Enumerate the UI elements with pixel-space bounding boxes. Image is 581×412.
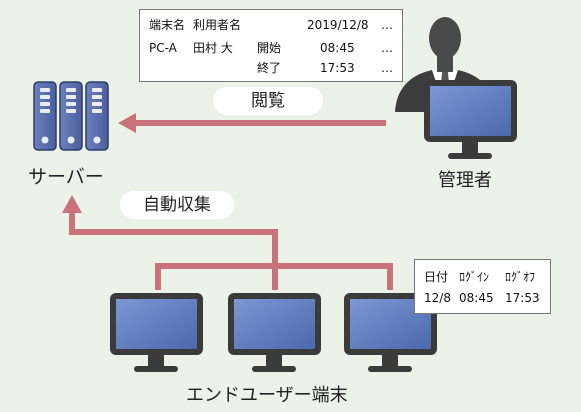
endpoint-log-header-login: ﾛｸﾞｲﾝ — [459, 270, 490, 284]
log-cell-terminal: PC-A — [149, 41, 177, 55]
admin-label: 管理者 — [438, 170, 492, 191]
log-cell-user: 田村 大 — [193, 41, 233, 55]
log-cell-more: … — [381, 61, 393, 75]
admin-log-table: 端末名 利用者名 2019/12/8 … PC-A 田村 大 開始 08:45 … — [139, 9, 403, 82]
server-label: サーバー — [28, 166, 104, 188]
log-header-more: … — [381, 18, 393, 32]
endpoint-log-table: 日付 ﾛｸﾞｲﾝ ﾛｸﾞｵﾌ 12/8 08:45 17:53 — [414, 259, 551, 314]
endpoint-monitor-icon — [228, 293, 321, 372]
collect-arrow — [69, 210, 393, 290]
admin-monitor-icon — [424, 80, 517, 159]
log-header-date: 2019/12/8 — [307, 18, 369, 32]
collect-arrowhead — [62, 195, 82, 213]
log-cell-event: 開始 — [257, 41, 282, 55]
server-icon — [33, 81, 109, 151]
log-cell-more: … — [381, 41, 393, 55]
log-cell-time: 08:45 — [320, 41, 355, 55]
log-cell-time: 17:53 — [320, 61, 355, 75]
endpoint-log-cell-logoff: 17:53 — [505, 291, 540, 305]
endpoint-log-cell-date: 12/8 — [424, 291, 451, 305]
view-label: 閲覧 — [213, 87, 323, 115]
endpoint-log-header-logoff: ﾛｸﾞｵﾌ — [505, 270, 536, 284]
log-header-user: 利用者名 — [193, 18, 242, 32]
view-arrowhead — [118, 113, 136, 133]
endpoint-monitor-icon — [110, 293, 203, 372]
collect-label: 自動収集 — [120, 191, 234, 219]
endpoint-log-header-date: 日付 — [424, 270, 449, 284]
log-header-terminal: 端末名 — [149, 18, 186, 32]
log-cell-event: 終了 — [257, 61, 282, 75]
endpoint-log-cell-login: 08:45 — [459, 291, 494, 305]
endpoints-label: エンドユーザー端末 — [186, 385, 348, 406]
